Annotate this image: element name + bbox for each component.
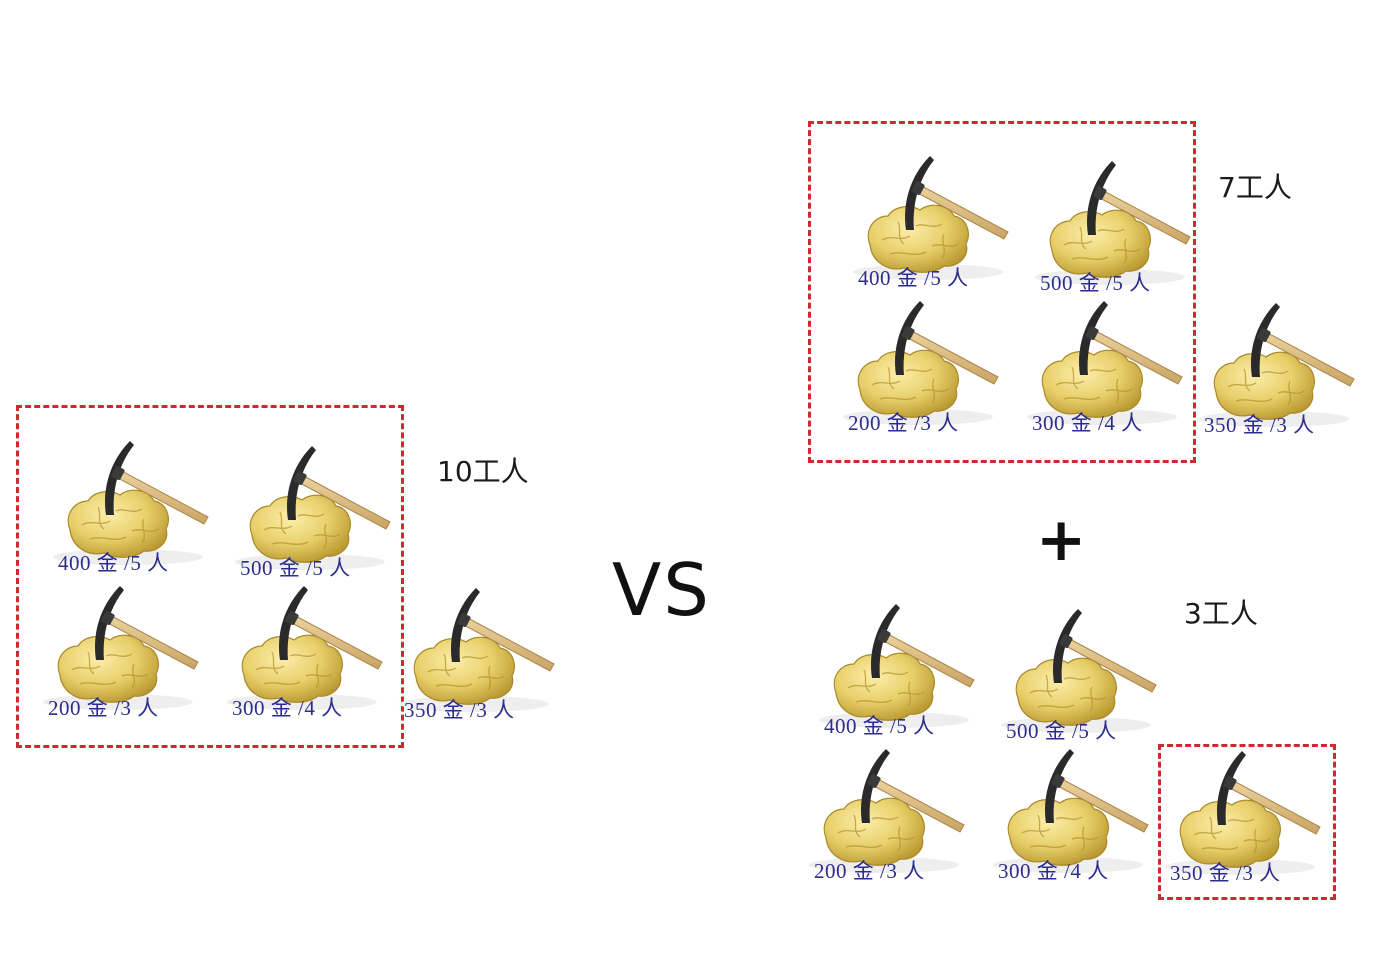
mine-label: 300 金 /4 人	[232, 696, 343, 720]
mine-label: 350 金 /3 人	[1170, 861, 1281, 885]
gold-mine-right-top-3: 200 金 /3 人	[842, 295, 1018, 435]
gold-mine-right-bottom-3: 200 金 /3 人	[808, 743, 984, 883]
mine-label: 200 金 /3 人	[48, 696, 159, 720]
mine-label: 300 金 /4 人	[998, 859, 1109, 883]
mine-label: 350 金 /3 人	[1204, 413, 1315, 437]
vs-label: VS	[612, 548, 711, 632]
mine-label: 400 金 /5 人	[58, 551, 169, 575]
gold-mine-right-top-1: 400 金 /5 人	[852, 150, 1028, 290]
mine-label: 500 金 /5 人	[240, 556, 351, 580]
gold-mine-left-2: 500 金 /5 人	[234, 440, 410, 580]
mine-label: 500 金 /5 人	[1040, 271, 1151, 295]
gold-mine-right-bottom-5: 350 金 /3 人	[1164, 745, 1340, 885]
gold-mine-right-top-4: 300 金 /4 人	[1026, 295, 1202, 435]
gold-mine-right-top-2: 500 金 /5 人	[1034, 155, 1210, 295]
selection-box-right-bottom	[1158, 744, 1336, 900]
gold-mine-right-top-5: 350 金 /3 人	[1198, 297, 1374, 437]
mine-label: 350 金 /3 人	[404, 698, 515, 722]
mine-label: 400 金 /5 人	[824, 714, 935, 738]
workers-label-right-bottom: 3工人	[1184, 597, 1258, 630]
gold-mine-left-5: 350 金 /3 人	[398, 582, 574, 722]
mine-label: 200 金 /3 人	[848, 411, 959, 435]
gold-mine-left-3: 200 金 /3 人	[42, 580, 218, 720]
mine-label: 300 金 /4 人	[1032, 411, 1143, 435]
gold-mine-right-bottom-1: 400 金 /5 人	[818, 598, 994, 738]
workers-label-right-top: 7工人	[1218, 171, 1292, 204]
gold-mine-right-bottom-4: 300 金 /4 人	[992, 743, 1168, 883]
mine-label: 200 金 /3 人	[814, 859, 925, 883]
mine-label: 400 金 /5 人	[858, 266, 969, 290]
selection-box-right-top	[808, 121, 1196, 463]
mine-label: 500 金 /5 人	[1006, 719, 1117, 743]
gold-mine-left-4: 300 金 /4 人	[226, 580, 402, 720]
workers-label-left: 10工人	[437, 455, 529, 488]
gold-mine-left-1: 400 金 /5 人	[52, 435, 228, 575]
selection-box-left	[16, 405, 404, 748]
gold-mine-right-bottom-2: 500 金 /5 人	[1000, 603, 1176, 743]
plus-sign: +	[1036, 505, 1087, 575]
